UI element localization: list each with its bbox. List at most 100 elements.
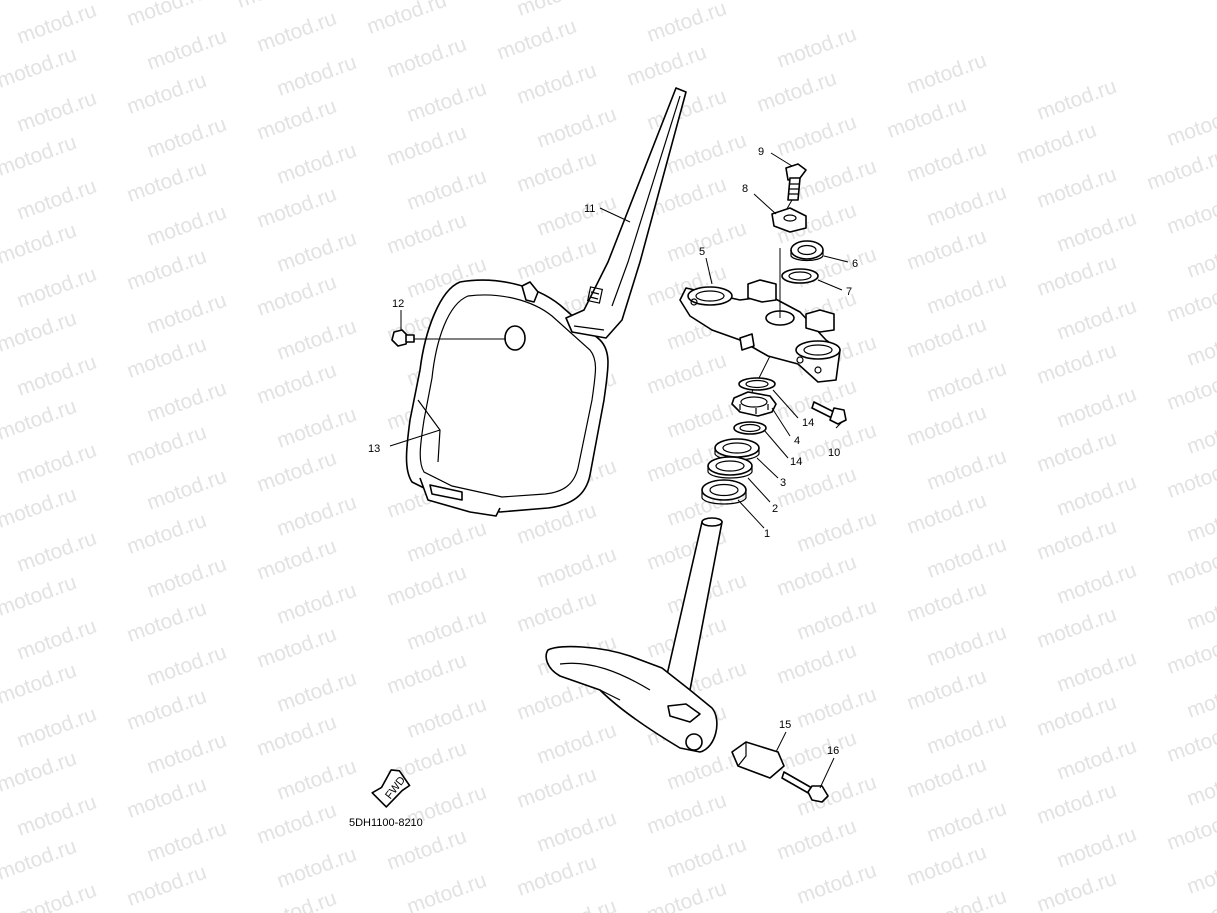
watermark-text: motod.ru (254, 711, 340, 761)
watermark-text: motod.ru (404, 517, 490, 567)
watermark-text: motod.ru (364, 0, 450, 39)
watermark-text: motod.ru (14, 351, 100, 401)
watermark-text: motod.ru (1164, 805, 1217, 855)
watermark-text: motod.ru (1054, 823, 1140, 873)
callout-3: 3 (780, 477, 786, 489)
watermark-text: motod.ru (1034, 251, 1120, 301)
watermark-text: motod.ru (254, 623, 340, 673)
watermark-text: motod.ru (1184, 409, 1217, 459)
watermark-text: motod.ru (924, 885, 1010, 913)
watermark-text: motod.ru (904, 49, 990, 99)
callout-7: 7 (846, 286, 852, 298)
watermark-text: motod.ru (1054, 383, 1140, 433)
watermark-text: motod.ru (904, 753, 990, 803)
watermark-text: motod.ru (0, 0, 80, 5)
watermark-text: motod.ru (534, 719, 620, 769)
watermark-text: motod.ru (774, 375, 860, 425)
watermark-text: motod.ru (14, 0, 100, 49)
watermark-text: motod.ru (794, 507, 880, 557)
watermark-text: motod.ru (14, 879, 100, 913)
watermark-text: motod.ru (924, 445, 1010, 495)
watermark-text: motod.ru (404, 869, 490, 913)
watermark-text: motod.ru (794, 771, 880, 821)
watermark-text: motod.ru (144, 377, 230, 427)
watermark-text: motod.ru (904, 401, 990, 451)
watermark-text: motod.ru (0, 395, 80, 445)
watermark-text: motod.ru (1054, 207, 1140, 257)
watermark-text: motod.ru (514, 235, 600, 285)
watermark-text: motod.ru (14, 703, 100, 753)
watermark-text: motod.ru (274, 139, 360, 189)
watermark-text: motod.ru (1034, 339, 1120, 389)
watermark-text: motod.ru (254, 95, 340, 145)
watermark-text: motod.ru (384, 649, 470, 699)
watermark-text: motod.ru (1054, 647, 1140, 697)
watermark-text: motod.ru (1184, 673, 1217, 723)
watermark-text: motod.ru (774, 815, 860, 865)
watermark-text: motod.ru (0, 747, 80, 797)
watermark-text: motod.ru (144, 729, 230, 779)
callout-14-upper: 14 (802, 417, 814, 429)
clamp-15-part (731, 741, 785, 779)
watermark-text: motod.ru (124, 421, 210, 471)
watermark-text: motod.ru (924, 269, 1010, 319)
watermark-text: motod.ru (124, 597, 210, 647)
watermark-text: motod.ru (1034, 163, 1120, 213)
watermark-text: motod.ru (1164, 541, 1217, 591)
watermark-text: motod.ru (924, 181, 1010, 231)
watermark-text: motod.ru (534, 543, 620, 593)
washer-6-part (790, 240, 824, 262)
watermark-text: motod.ru (904, 137, 990, 187)
watermark-text: motod.ru (144, 201, 230, 251)
watermark-text: motod.ru (514, 147, 600, 197)
watermark-text: motod.ru (1034, 75, 1120, 125)
watermark-text: motod.ru (274, 843, 360, 893)
watermark-text: motod.ru (1164, 189, 1217, 239)
watermark-text: motod.ru (404, 605, 490, 655)
watermark-text: motod.ru (644, 349, 730, 399)
watermark-text: motod.ru (254, 359, 340, 409)
watermark-text: motod.ru (924, 357, 1010, 407)
watermark-text: motod.ru (254, 271, 340, 321)
watermark-text: motod.ru (144, 553, 230, 603)
callout-6: 6 (852, 258, 858, 270)
upper-bracket-part (679, 248, 841, 393)
watermark-text: motod.ru (384, 825, 470, 875)
watermark-text: motod.ru (794, 859, 880, 909)
watermark-text: motod.ru (404, 77, 490, 127)
watermark-text: motod.ru (1034, 515, 1120, 565)
watermark-text: motod.ru (904, 577, 990, 627)
watermark-text: motod.ru (1164, 365, 1217, 415)
callout-12: 12 (392, 298, 404, 310)
watermark-text: motod.ru (644, 789, 730, 839)
watermark-text: motod.ru (384, 209, 470, 259)
callout-11: 11 (584, 203, 595, 215)
watermark-text: motod.ru (924, 533, 1010, 583)
watermark-text: motod.ru (534, 191, 620, 241)
watermark-text: motod.ru (234, 0, 320, 13)
watermark-text: motod.ru (514, 0, 600, 21)
watermark-text: motod.ru (0, 483, 80, 533)
watermark-text: motod.ru (664, 833, 750, 883)
bearing-2-part (707, 456, 753, 479)
watermark-text: motod.ru (124, 861, 210, 911)
watermark-text: motod.ru (274, 315, 360, 365)
watermark-text: motod.ru (1054, 471, 1140, 521)
cap-8-part (771, 207, 807, 233)
watermark-text: motod.ru (144, 817, 230, 867)
watermark-text: motod.ru (404, 693, 490, 743)
watermark-text: motod.ru (514, 59, 600, 109)
watermark-text: motod.ru (0, 659, 80, 709)
watermark-text: motod.ru (254, 799, 340, 849)
seal-1-part (701, 479, 747, 505)
callout-10: 10 (828, 447, 840, 459)
watermark-text: motod.ru (274, 403, 360, 453)
watermark-text: motod.ru (774, 111, 860, 161)
watermark-text: motod.ru (1034, 691, 1120, 741)
plate-bracket-part (565, 87, 687, 339)
watermark-text: motod.ru (534, 895, 620, 913)
watermark-text: motod.ru (124, 509, 210, 559)
callout-2: 2 (772, 503, 778, 515)
fwd-arrow-icon: FWD (371, 769, 411, 808)
